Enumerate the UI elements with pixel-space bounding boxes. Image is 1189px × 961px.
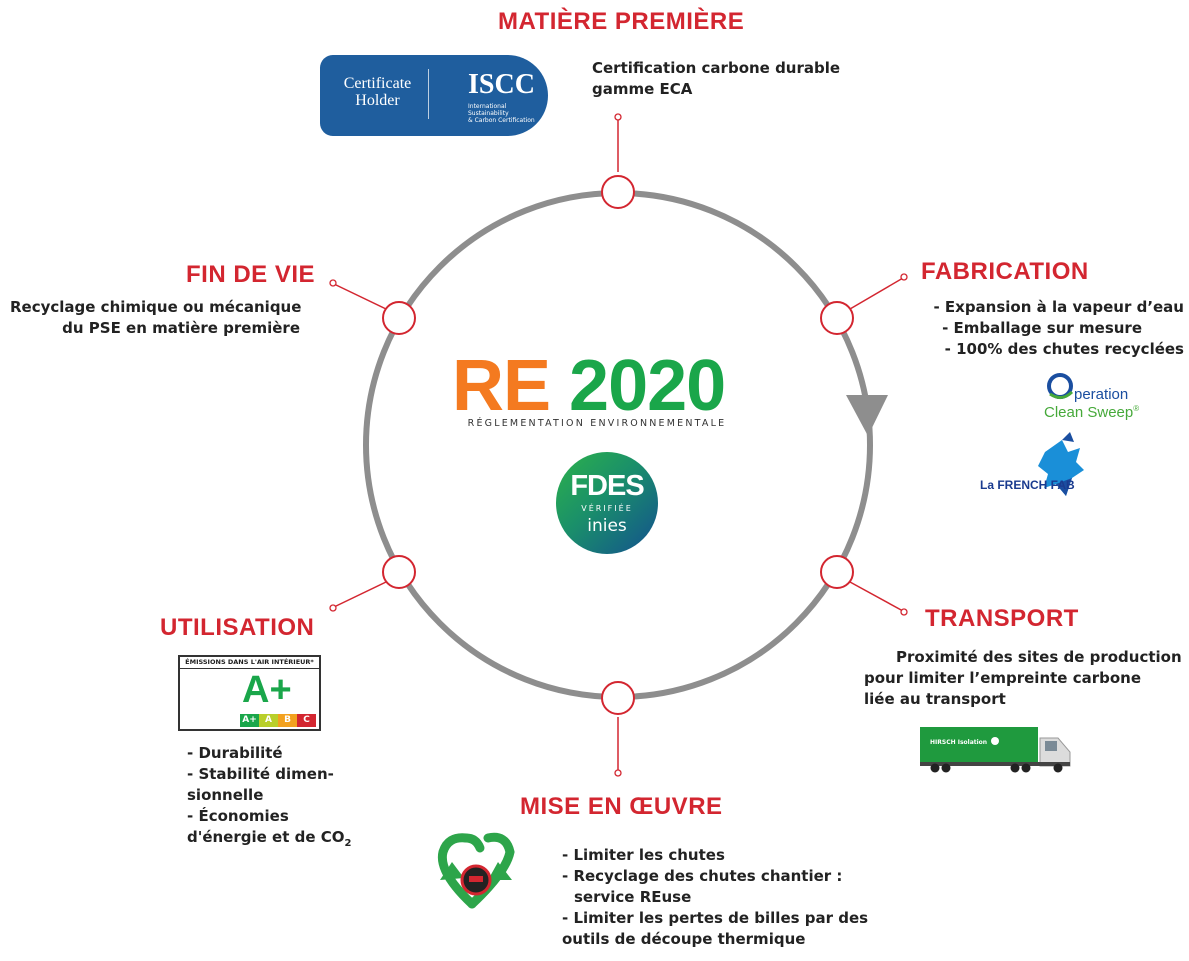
text-line: Recyclage chimique ou mécanique (10, 298, 302, 316)
text-line: Proximité des sites de production (896, 648, 1182, 666)
text-line: - Limiter les pertes de billes par des (562, 909, 869, 927)
clean-sweep-logo-icon (1047, 373, 1074, 399)
text-line: Certification carbone durable (592, 59, 841, 77)
text-line: gamme ECA (592, 80, 693, 98)
lifecycle-ring (363, 190, 873, 700)
text-transport: Proximité des sites de production pour l… (864, 647, 1182, 710)
fdes-title: FDES (570, 470, 644, 502)
title-fin-de-vie: FIN DE VIE (186, 261, 316, 288)
text-matiere: Certification carbone durable gamme ECA (592, 58, 840, 100)
ocs-line1: peration (1074, 386, 1129, 403)
iscc-logo: Certificate Holder ISCC International Su… (320, 55, 548, 136)
connector-dot-matiere (614, 113, 622, 121)
iscc-holder-label: Certificate Holder (330, 75, 425, 109)
ocs-registered: ® (1133, 404, 1140, 413)
text-line: - Économies (187, 807, 289, 825)
year-text: 2020 (569, 346, 726, 426)
title-mise-en-oeuvre: MISE EN ŒUVRE (520, 793, 723, 820)
connector-dot-finvie (329, 279, 337, 287)
connector-lines (333, 118, 904, 772)
text-line: d'énergie et de CO2 (187, 827, 351, 854)
text-line: sionnelle (187, 786, 264, 804)
connector-dot-fabrication (900, 273, 908, 281)
text-line: liée au transport (864, 690, 1006, 708)
french-fab-rooster-icon (1038, 432, 1084, 496)
text-line: service REuse (574, 888, 692, 906)
re2020-subtitle: RÉGLEMENTATION ENVIRONNEMENTALE (467, 418, 727, 429)
text-line: - Recyclage des chutes chantier : (562, 867, 843, 885)
re-text: RE (452, 346, 551, 426)
text-line: - Stabilité dimen- (187, 765, 334, 783)
iscc-divider (428, 69, 429, 119)
ocs-line2: Clean Sweep® (1044, 404, 1139, 421)
connector-transport (849, 581, 904, 612)
scale-a: A (259, 714, 278, 727)
recycle-heart-icon (437, 832, 515, 909)
node-matiere[interactable] (601, 175, 635, 209)
title-fabrication: FABRICATION (921, 258, 1089, 285)
emission-label: ÉMISSIONS DANS L'AIR INTÉRIEUR* A+ A+ A … (178, 655, 321, 731)
connector-fabrication (849, 277, 904, 310)
ocs-line2-text: Clean Sweep (1044, 404, 1134, 421)
node-finvie[interactable] (382, 301, 416, 335)
text-line: - Expansion à la vapeur d’eau (933, 298, 1184, 316)
emission-scale: A+ A B C (240, 714, 316, 727)
emission-grade: A+ (242, 669, 292, 711)
emission-header: ÉMISSIONS DANS L'AIR INTÉRIEUR* (180, 657, 319, 669)
title-transport: TRANSPORT (925, 605, 1079, 632)
scale-b: B (278, 714, 297, 727)
connector-dot-mise (614, 769, 622, 777)
text-line: du PSE en matière première (62, 319, 300, 337)
text-line: - Emballage sur mesure (942, 319, 1142, 337)
connector-finvie (333, 283, 387, 310)
node-mise[interactable] (601, 681, 635, 715)
text-fabrication: - Expansion à la vapeur d’eau - Emballag… (920, 297, 1184, 360)
node-utilisation[interactable] (382, 555, 416, 589)
scale-c: C (297, 714, 316, 727)
ring-arrow-icon (846, 395, 888, 436)
fdes-badge: FDES VÉRIFIÉE inies (556, 452, 658, 554)
text-line: outils de découpe thermique (562, 930, 806, 948)
connector-utilisation (333, 581, 387, 608)
text-utilisation: - Durabilité - Stabilité dimen- sionnell… (187, 743, 351, 854)
truck-icon (920, 727, 1071, 773)
iscc-holder-line: Certificate (343, 75, 412, 92)
title-matiere-premiere: MATIÈRE PREMIÈRE (498, 8, 745, 35)
text-co2: d'énergie et de CO (187, 828, 345, 846)
fdes-verified: VÉRIFIÉE (581, 504, 633, 513)
iscc-subtitle: International Sustainability & Carbon Ce… (468, 103, 543, 124)
connector-dot-utilisation (329, 604, 337, 612)
connector-dot-transport (900, 608, 908, 616)
iscc-sub-line: International Sustainability (468, 103, 509, 117)
text-line: pour limiter l’empreinte carbone (864, 669, 1142, 687)
text-line: - Limiter les chutes (562, 846, 725, 864)
co2-subscript: 2 (344, 838, 352, 849)
text-line: - 100% des chutes recyclées (944, 340, 1184, 358)
text-mise: - Limiter les chutes - Recyclage des chu… (562, 845, 868, 950)
re2020-logo: RE 2020 (452, 350, 726, 422)
french-fab-label: La FRENCH FAB (980, 478, 1075, 492)
title-utilisation: UTILISATION (160, 614, 315, 641)
iscc-sub-line: & Carbon Certification (468, 117, 535, 124)
iscc-name: ISCC (468, 69, 535, 100)
node-fabrication[interactable] (820, 301, 854, 335)
truck-brand: HIRSCH Isolation (930, 739, 988, 746)
node-transport[interactable] (820, 555, 854, 589)
text-fin-de-vie: Recyclage chimique ou mécanique du PSE e… (10, 297, 302, 339)
text-line: - Durabilité (187, 744, 283, 762)
scale-aplus: A+ (240, 714, 259, 727)
fdes-brand: inies (587, 516, 627, 536)
iscc-holder-line: Holder (355, 92, 400, 109)
